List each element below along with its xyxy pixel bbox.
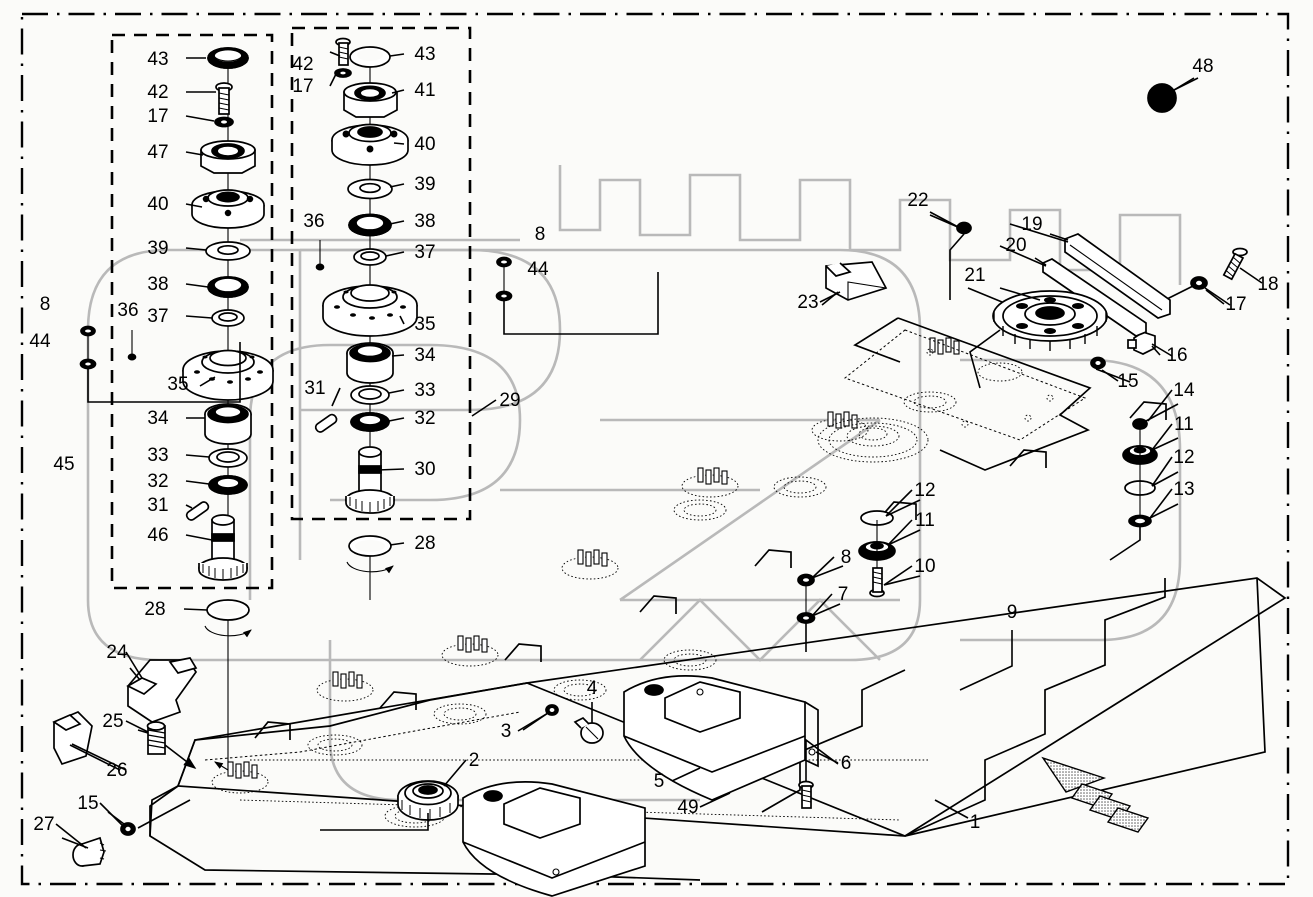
part-36-left xyxy=(127,353,137,361)
part-2-hub xyxy=(320,780,459,831)
part-25-spring xyxy=(137,721,197,769)
callout-number: 43 xyxy=(147,49,168,70)
callout-number: 28 xyxy=(144,599,165,620)
callout-number: 44 xyxy=(527,259,549,280)
part-4-knob xyxy=(573,702,604,744)
callout-number: 30 xyxy=(414,459,435,480)
callout-number: 22 xyxy=(907,190,928,211)
callout-number: 17 xyxy=(292,76,313,97)
callout-number: 37 xyxy=(147,306,168,327)
callout-number: 8 xyxy=(40,294,51,315)
watermark xyxy=(86,165,1182,802)
direction-arrow xyxy=(1041,756,1150,833)
callout-number: 13 xyxy=(1173,479,1194,500)
part-48-ball xyxy=(1147,83,1177,113)
callout-number: 9 xyxy=(1007,602,1018,623)
part-26-bracket xyxy=(52,710,121,771)
callout-number: 19 xyxy=(1021,214,1042,235)
callout-number: 49 xyxy=(677,797,698,818)
callout-number: 28 xyxy=(414,533,435,554)
spindle-stack-right xyxy=(314,37,418,600)
callout-number: 11 xyxy=(915,510,935,531)
part-36-right xyxy=(315,263,325,271)
callout-number: 20 xyxy=(1005,235,1026,256)
callout-number: 37 xyxy=(414,242,435,263)
cover-49 xyxy=(462,781,646,897)
callout-number: 31 xyxy=(147,495,168,516)
callout-number: 10 xyxy=(914,556,935,577)
callout-number: 15 xyxy=(77,793,98,814)
callout-number: 35 xyxy=(167,374,188,395)
callout-number: 4 xyxy=(587,678,598,699)
callout-number: 38 xyxy=(147,274,168,295)
callout-number: 36 xyxy=(117,300,138,321)
part-6-bolt xyxy=(798,738,839,809)
callout-number: 26 xyxy=(106,760,127,781)
callout-number: 33 xyxy=(147,445,168,466)
callout-number: 12 xyxy=(1173,447,1194,468)
part-20-rail xyxy=(1034,257,1147,337)
callout-number: 35 xyxy=(414,314,435,335)
callout-number: 40 xyxy=(147,194,168,215)
hardware-group-right xyxy=(1109,403,1179,561)
callout-number: 31 xyxy=(304,378,325,399)
callout-number: 43 xyxy=(414,44,435,65)
callout-number: 7 xyxy=(838,584,849,605)
callout-number: 6 xyxy=(841,753,852,774)
callout-number: 39 xyxy=(147,238,168,259)
callout-number: 24 xyxy=(106,642,128,663)
cover-5 xyxy=(623,675,819,801)
part-24-bracket xyxy=(126,657,198,723)
callout-number: 17 xyxy=(1225,294,1246,315)
callout-number: 17 xyxy=(147,106,168,127)
callout-number: 12 xyxy=(914,480,935,501)
callout-number: 32 xyxy=(414,408,435,429)
callout-number: 45 xyxy=(53,454,74,475)
callout-leaders xyxy=(55,51,1225,849)
callout-number: 14 xyxy=(1173,380,1195,401)
panel-29-border xyxy=(290,26,472,521)
callout-number: 29 xyxy=(499,390,520,411)
callout-number: 41 xyxy=(414,80,435,101)
callout-number-layer: 4342174740393837353433323146283684445421… xyxy=(29,44,1278,835)
outer-frame xyxy=(20,12,1290,886)
callout-number: 33 xyxy=(414,380,435,401)
callout-number: 47 xyxy=(147,142,168,163)
callout-number: 46 xyxy=(147,525,168,546)
callout-number: 11 xyxy=(1174,414,1194,435)
callout-number: 36 xyxy=(303,211,324,232)
part-19-rail xyxy=(1049,233,1171,319)
callout-number: 18 xyxy=(1257,274,1278,295)
callout-number: 23 xyxy=(797,292,818,313)
hardware-group-center xyxy=(796,499,921,652)
callout-number: 16 xyxy=(1166,345,1187,366)
callout-number: 25 xyxy=(102,711,123,732)
callout-number: 15 xyxy=(1117,371,1138,392)
callout-number: 38 xyxy=(414,211,435,232)
part-27-plug xyxy=(61,836,107,867)
callout-number: 34 xyxy=(414,345,436,366)
part-23-wedge xyxy=(821,261,888,306)
spindle-stack-left xyxy=(182,47,274,771)
callout-number: 44 xyxy=(29,331,51,352)
callout-number: 48 xyxy=(1192,56,1213,77)
part-16-fitting xyxy=(1127,331,1173,357)
callout-number: 42 xyxy=(147,82,168,103)
callout-number: 5 xyxy=(654,771,665,792)
callout-number: 34 xyxy=(147,408,169,429)
callout-number: 8 xyxy=(841,547,852,568)
callout-number: 2 xyxy=(469,750,480,771)
callout-number: 21 xyxy=(964,265,985,286)
panel-45-border xyxy=(110,33,274,590)
callout-number: 1 xyxy=(970,812,981,833)
callout-number: 39 xyxy=(414,174,435,195)
callout-number: 27 xyxy=(33,814,54,835)
callout-number: 40 xyxy=(414,134,435,155)
callout-number: 42 xyxy=(292,54,313,75)
callout-number: 8 xyxy=(535,224,546,245)
part-18-bolt xyxy=(1222,247,1263,284)
callout-number: 3 xyxy=(501,721,512,742)
callout-number: 32 xyxy=(147,471,168,492)
part-21-gear xyxy=(969,287,1108,389)
